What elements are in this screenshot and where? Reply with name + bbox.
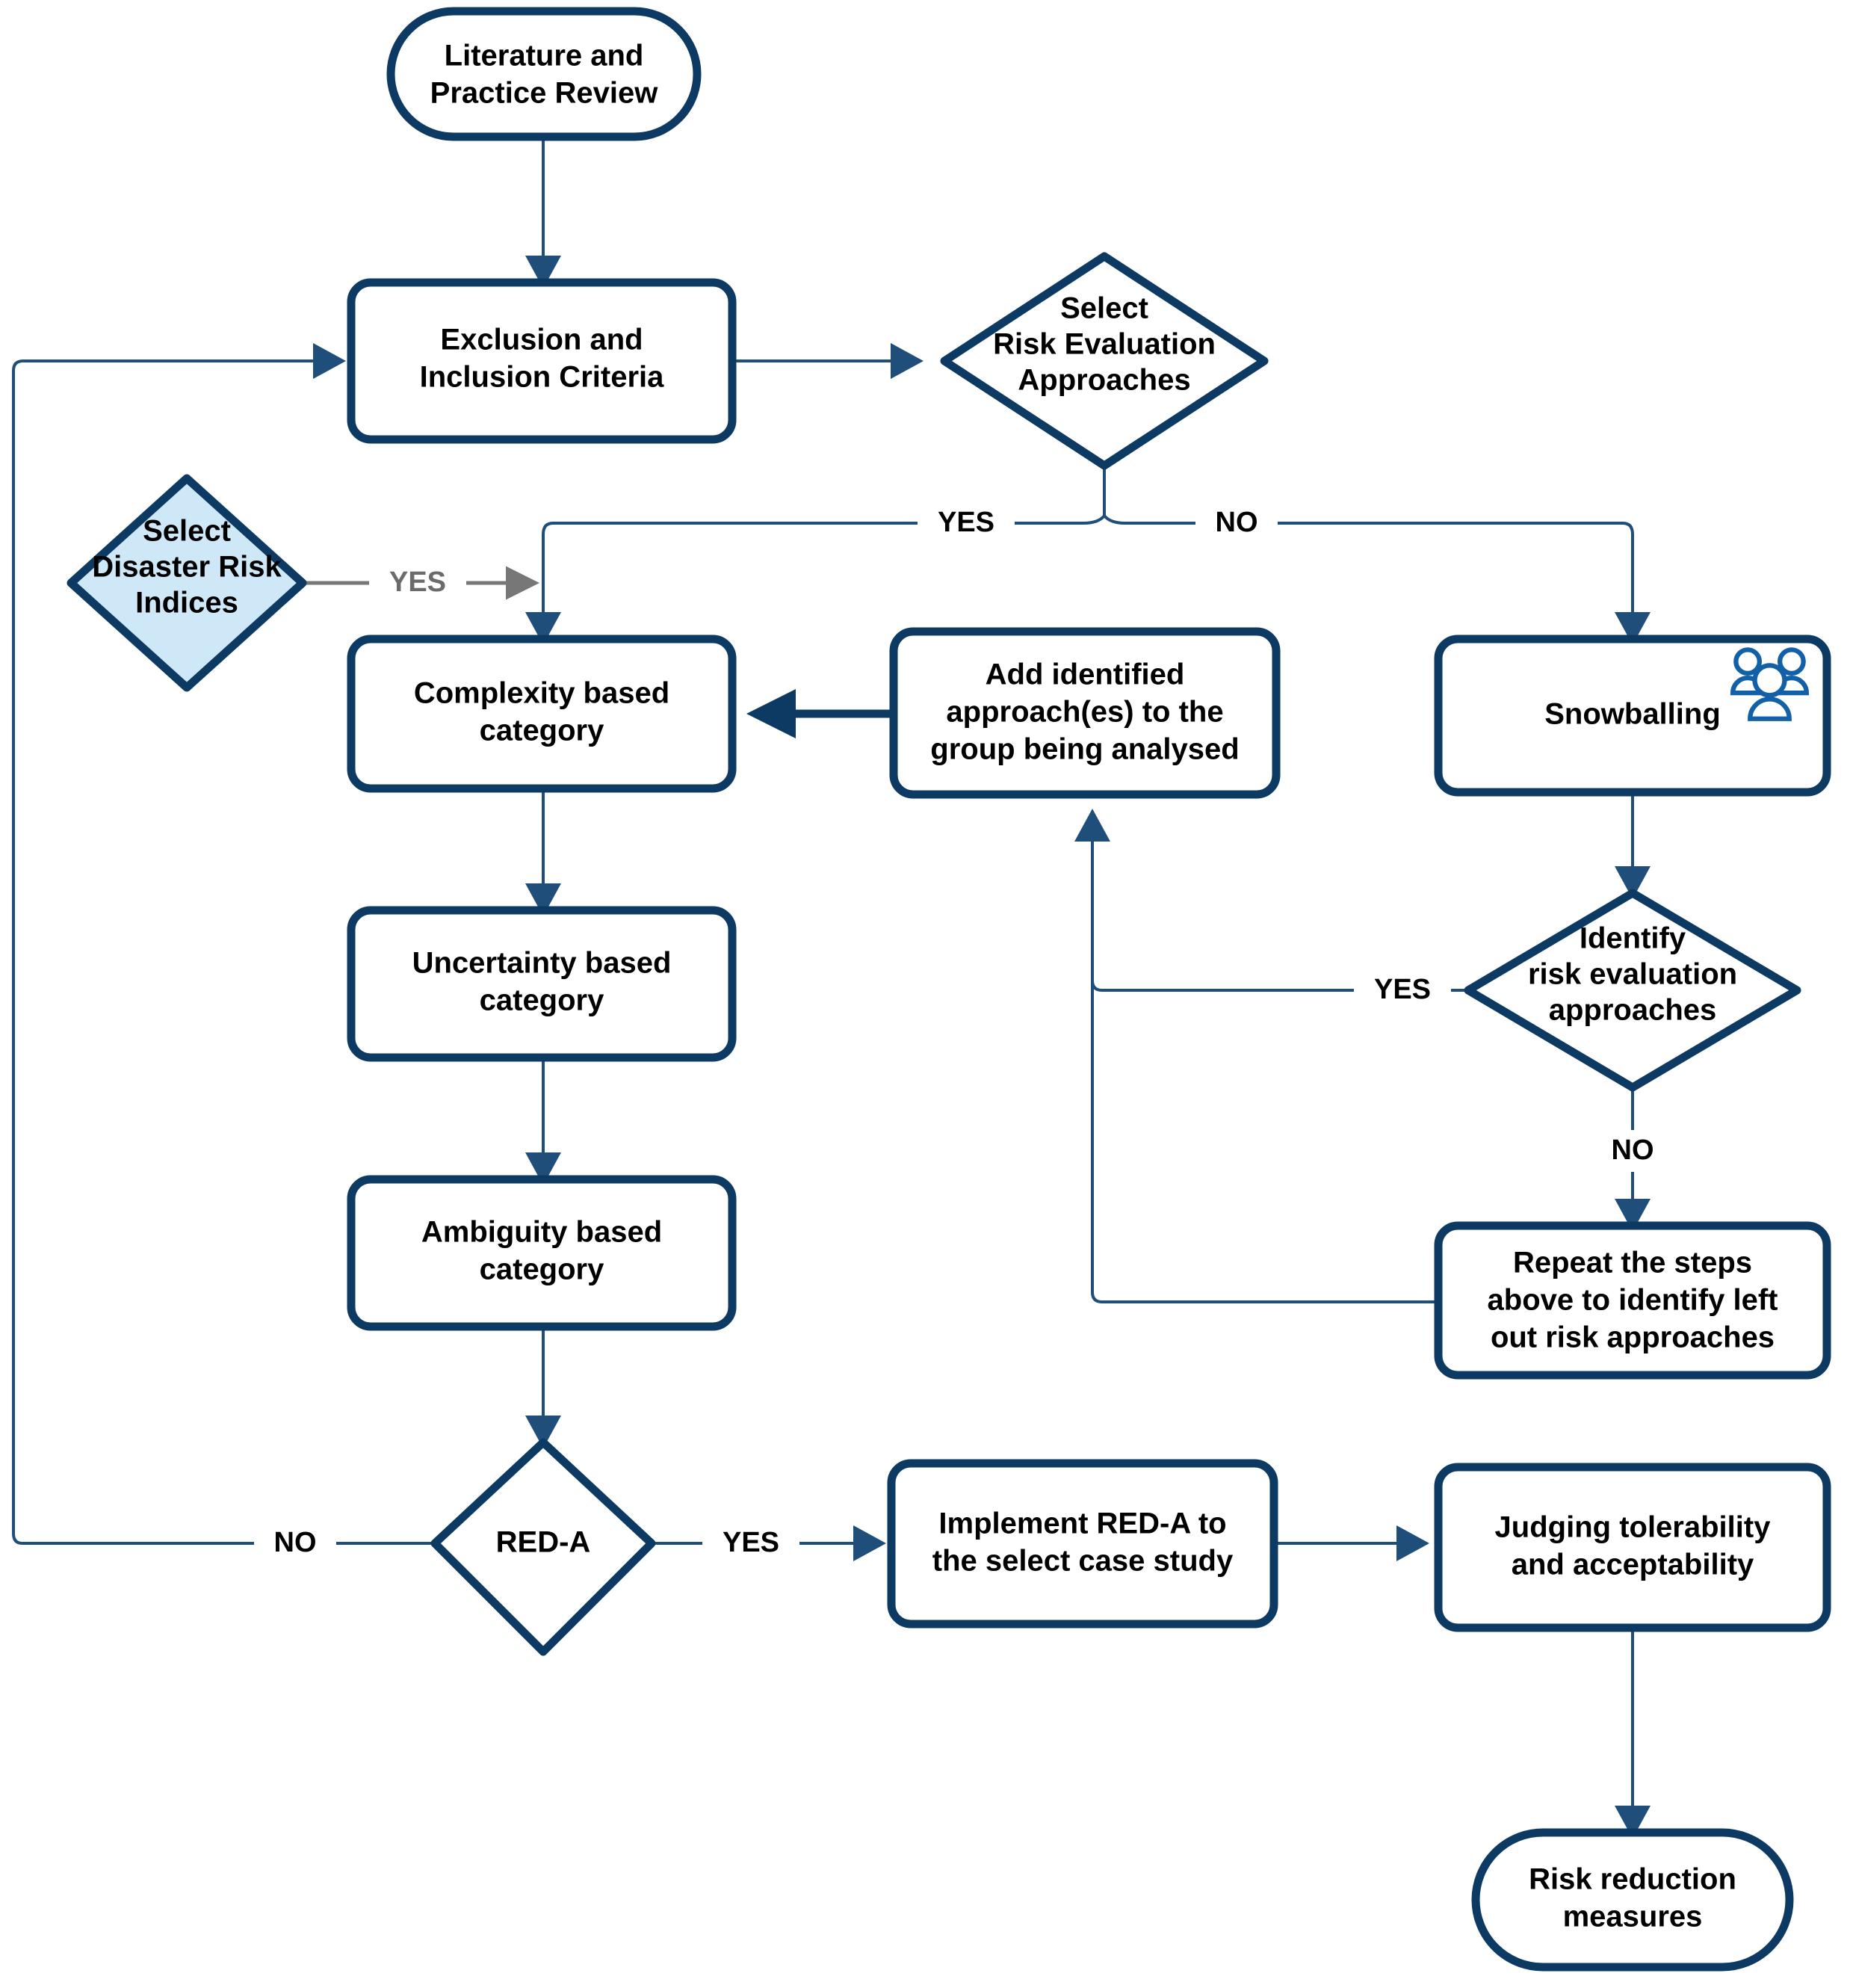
edge-select-evaluation-no — [1103, 514, 1651, 645]
node-select-disaster-risk-indices[interactable]: Select Disaster Risk Indices — [66, 474, 307, 692]
edge-label-disaster-yes-text: YES — [389, 567, 446, 598]
node-judging-tolerability-line2: and acceptability — [1512, 1549, 1754, 1581]
edge-label-disaster-indices-yes: YES — [369, 562, 466, 604]
node-select-risk-evaluation-line2: Risk Evaluation — [993, 328, 1216, 361]
node-ambiguity-category-line2: category — [480, 1253, 604, 1286]
edge-reda-no-to-exclusion — [12, 343, 441, 1545]
node-judging-tolerability[interactable]: Judging tolerability and acceptability — [1434, 1463, 1831, 1632]
edge-label-identify-yes-text: YES — [1374, 974, 1431, 1005]
edge-label-identify-yes: YES — [1354, 969, 1451, 1011]
node-ambiguity-category[interactable]: Ambiguity based category — [347, 1175, 737, 1331]
node-identify-risk-approaches-line3: approaches — [1549, 994, 1717, 1027]
edge-label-no-text: NO — [1216, 507, 1258, 538]
node-select-disaster-risk-indices-line1: Select — [143, 515, 231, 548]
node-red-a[interactable]: RED-A — [430, 1438, 656, 1656]
node-snowballing-label: Snowballing — [1544, 698, 1721, 731]
node-risk-reduction-measures-line2: measures — [1563, 1901, 1703, 1933]
node-exclusion-inclusion[interactable]: Exclusion and Inclusion Criteria — [347, 278, 737, 444]
node-literature-review-line1: Literature and — [445, 40, 644, 72]
edge-select-evaluation-yes — [525, 514, 1106, 645]
edge-label-yes-text: YES — [938, 507, 994, 538]
node-exclusion-inclusion-line1: Exclusion and — [440, 324, 643, 356]
edge-label-identify-no-text: NO — [1612, 1135, 1654, 1166]
node-implement-red-a[interactable]: Implement RED-A to the select case study — [887, 1459, 1278, 1629]
node-risk-reduction-measures[interactable]: Risk reduction measures — [1471, 1828, 1794, 1972]
node-red-a-label: RED-A — [496, 1526, 591, 1559]
node-identify-risk-approaches-line1: Identify — [1580, 922, 1686, 955]
edge-label-reda-no-text: NO — [274, 1527, 317, 1558]
node-complexity-category[interactable]: Complexity based category — [347, 635, 737, 793]
edge-repeat-to-add-approach — [1091, 981, 1441, 1303]
node-ambiguity-category-line1: Ambiguity based — [421, 1216, 662, 1249]
node-complexity-category-line1: Complexity based — [414, 677, 669, 710]
node-add-identified-approach-line2: approach(es) to the — [946, 696, 1223, 729]
node-repeat-steps-line2: above to identify left — [1488, 1284, 1778, 1317]
edge-label-select-evaluation-yes: YES — [918, 502, 1015, 544]
node-uncertainty-category-line1: Uncertainty based — [412, 947, 672, 980]
node-complexity-category-line2: category — [480, 714, 604, 747]
node-select-risk-evaluation-line1: Select — [1060, 292, 1148, 325]
node-repeat-steps-line3: out risk approaches — [1491, 1321, 1775, 1354]
edge-label-identify-no: NO — [1591, 1130, 1674, 1172]
node-snowballing[interactable]: Snowballing — [1434, 635, 1831, 797]
node-select-disaster-risk-indices-line2: Disaster Risk — [92, 551, 282, 584]
node-add-identified-approach[interactable]: Add identified approach(es) to the group… — [889, 627, 1281, 799]
node-uncertainty-category-line2: category — [480, 984, 604, 1017]
node-repeat-steps[interactable]: Repeat the steps above to identify left … — [1434, 1221, 1831, 1380]
node-select-risk-evaluation-line3: Approaches — [1018, 364, 1190, 397]
node-identify-risk-approaches-line2: risk evaluation — [1528, 958, 1737, 991]
people-group-icon — [1730, 647, 1810, 721]
node-literature-review[interactable]: Literature and Practice Review — [386, 7, 702, 141]
edge-label-reda-yes-text: YES — [723, 1527, 779, 1558]
edge-label-select-evaluation-no: NO — [1195, 502, 1278, 544]
edge-identify-yes-to-add-approach — [1074, 809, 1464, 992]
node-select-risk-evaluation[interactable]: Select Risk Evaluation Approaches — [940, 252, 1269, 470]
node-identify-risk-approaches[interactable]: Identify risk evaluation approaches — [1464, 889, 1801, 1092]
node-add-identified-approach-line1: Add identified — [986, 658, 1185, 691]
node-judging-tolerability-line1: Judging tolerability — [1495, 1511, 1772, 1544]
node-exclusion-inclusion-line2: Inclusion Criteria — [420, 361, 664, 394]
node-select-disaster-risk-indices-line3: Indices — [135, 587, 238, 620]
node-implement-red-a-line2: the select case study — [932, 1545, 1234, 1578]
node-uncertainty-category[interactable]: Uncertainty based category — [347, 906, 737, 1062]
node-implement-red-a-line1: Implement RED-A to — [938, 1507, 1226, 1540]
edge-label-reda-yes: YES — [702, 1522, 799, 1564]
edge-label-reda-no: NO — [254, 1522, 336, 1564]
node-add-identified-approach-line3: group being analysed — [930, 733, 1239, 766]
node-repeat-steps-line1: Repeat the steps — [1513, 1247, 1752, 1279]
node-risk-reduction-measures-line1: Risk reduction — [1529, 1863, 1736, 1896]
node-literature-review-line2: Practice Review — [430, 77, 659, 110]
